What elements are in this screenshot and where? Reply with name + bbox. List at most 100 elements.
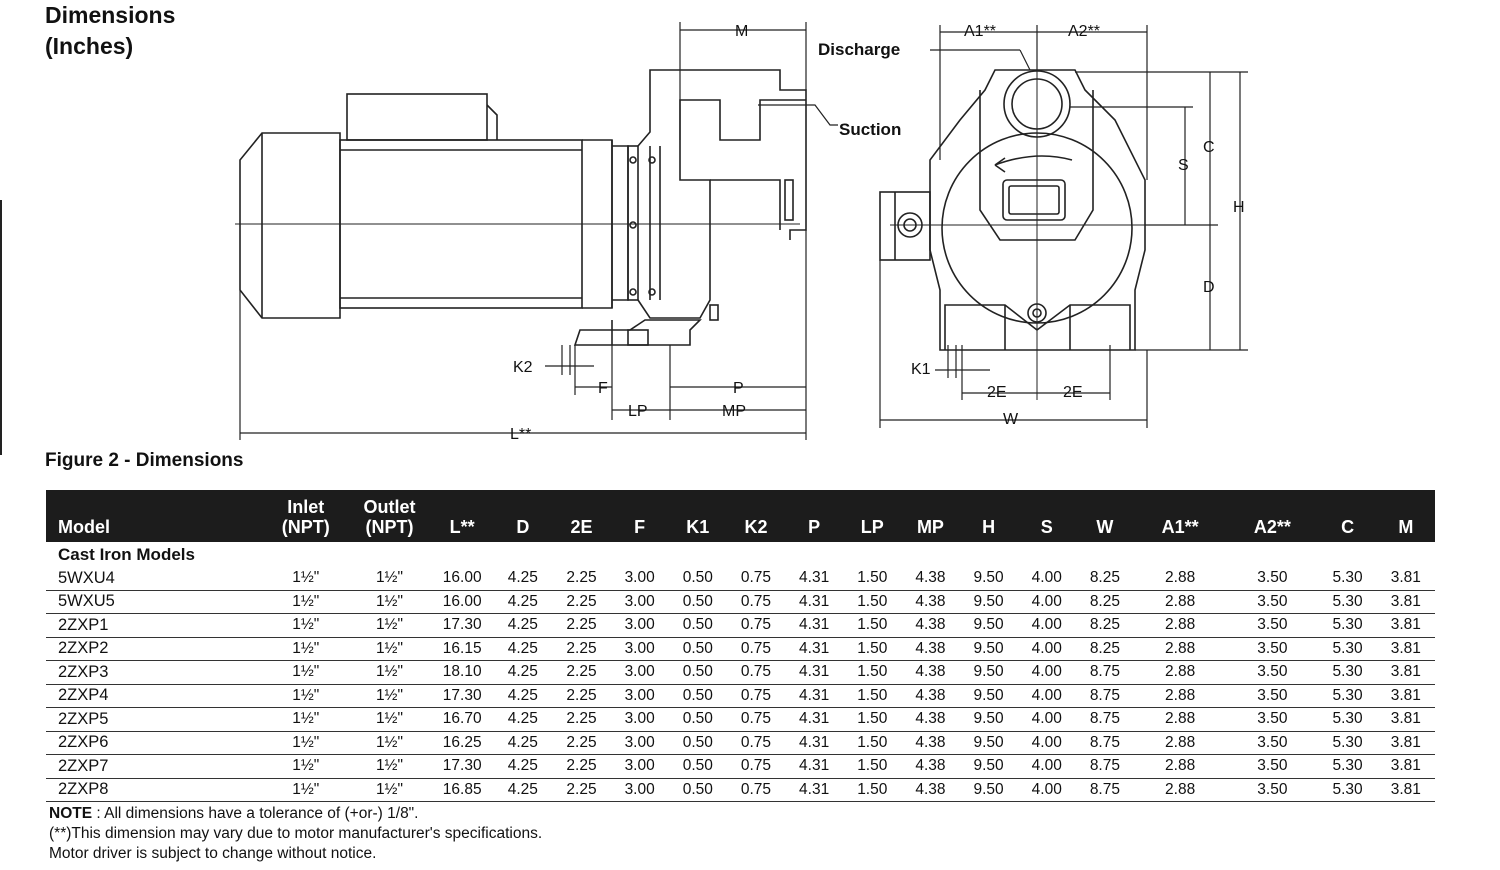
value-cell: 4.38: [901, 754, 960, 779]
model-cell: 2ZXP3: [46, 660, 264, 685]
value-cell: 2.25: [552, 731, 611, 755]
value-cell: 4.00: [1017, 778, 1076, 802]
value-cell: 3.00: [610, 637, 669, 661]
value-cell: 3.00: [610, 778, 669, 802]
value-cell: 8.75: [1075, 778, 1134, 802]
value-cell: 1½": [347, 778, 432, 802]
column-header-line2: F: [634, 517, 646, 537]
value-cell: 4.38: [901, 731, 960, 755]
column-header: 2E: [552, 490, 611, 542]
value-cell: 0.75: [726, 778, 786, 802]
value-cell: 0.75: [726, 613, 786, 638]
column-header: Model: [46, 490, 264, 542]
value-cell: 1.50: [843, 590, 902, 614]
value-cell: 2.88: [1133, 684, 1227, 708]
value-cell: 9.50: [959, 731, 1018, 755]
value-cell: 4.38: [901, 590, 960, 614]
value-cell: 4.38: [901, 778, 960, 802]
value-cell: 2.88: [1133, 590, 1227, 614]
value-cell: 8.25: [1075, 637, 1134, 661]
column-header: Inlet(NPT): [263, 490, 348, 542]
value-cell: 0.75: [726, 754, 786, 779]
note-text: : All dimensions have a tolerance of (+o…: [92, 805, 419, 822]
column-header: L**: [431, 490, 494, 542]
dim-label-L: L**: [510, 426, 531, 443]
column-header-line2: M: [1398, 517, 1414, 537]
value-cell: 0.50: [668, 754, 727, 779]
value-cell: 1½": [347, 754, 432, 779]
value-cell: 0.50: [668, 707, 727, 732]
model-cell: 2ZXP8: [46, 778, 264, 802]
value-cell: 3.81: [1376, 778, 1435, 802]
value-cell: 3.50: [1226, 778, 1319, 802]
value-cell: 4.31: [785, 778, 844, 802]
value-cell: 9.50: [959, 590, 1018, 614]
value-cell: 1½": [263, 754, 348, 779]
column-header-line2: P: [808, 517, 821, 537]
value-cell: 3.50: [1226, 707, 1319, 732]
value-cell: 4.00: [1017, 590, 1076, 614]
value-cell: 0.75: [726, 707, 786, 732]
value-cell: 3.81: [1376, 590, 1435, 614]
callout-suction: Suction: [839, 120, 901, 139]
value-cell: 1½": [347, 660, 432, 685]
note-line-3: Motor driver is subject to change withou…: [49, 845, 377, 862]
notes-block: NOTE : All dimensions have a tolerance o…: [49, 804, 542, 864]
value-cell: 3.00: [610, 567, 669, 591]
value-cell: 0.50: [668, 637, 727, 661]
column-header: S: [1017, 490, 1076, 542]
value-cell: 1½": [263, 613, 348, 638]
value-cell: 4.00: [1017, 613, 1076, 638]
value-cell: 0.50: [668, 660, 727, 685]
value-cell: 4.31: [785, 731, 844, 755]
value-cell: 1.50: [843, 660, 902, 685]
model-cell: 2ZXP7: [46, 754, 264, 779]
value-cell: 1.50: [843, 754, 902, 779]
note-line-1: NOTE : All dimensions have a tolerance o…: [49, 804, 542, 824]
value-cell: 3.50: [1226, 731, 1319, 755]
value-cell: 4.25: [493, 684, 553, 708]
value-cell: 5.30: [1318, 684, 1377, 708]
value-cell: 3.00: [610, 707, 669, 732]
column-header-line2: C: [1341, 517, 1355, 537]
table-group-row: Cast Iron Models: [46, 542, 1435, 567]
value-cell: 8.75: [1075, 731, 1134, 755]
value-cell: 3.81: [1376, 754, 1435, 779]
value-cell: 0.50: [668, 731, 727, 755]
column-header-line2: 2E: [570, 517, 593, 537]
value-cell: 2.25: [552, 778, 611, 802]
group-label: Cast Iron Models: [58, 544, 195, 564]
value-cell: 4.31: [785, 613, 844, 638]
column-header: MP: [901, 490, 960, 542]
value-cell: 1.50: [843, 613, 902, 638]
value-cell: 18.10: [431, 660, 494, 685]
column-header: C: [1318, 490, 1377, 542]
title-line-1: Dimensions: [45, 2, 176, 28]
value-cell: 4.38: [901, 637, 960, 661]
page-title: Dimensions (Inches): [45, 0, 175, 62]
dim-label-A2: A2**: [1068, 23, 1100, 40]
value-cell: 4.00: [1017, 731, 1076, 755]
page-edge-bar: [0, 200, 2, 455]
title-line-2: (Inches): [45, 33, 134, 59]
value-cell: 5.30: [1318, 637, 1377, 661]
value-cell: 2.88: [1133, 613, 1227, 638]
value-cell: 0.75: [726, 590, 786, 614]
dim-label-P: P: [733, 380, 744, 397]
column-header: M: [1376, 490, 1435, 542]
value-cell: 9.50: [959, 613, 1018, 638]
column-header: A2**: [1226, 490, 1319, 542]
side-view-dimension-lines: [239, 22, 807, 440]
value-cell: 3.50: [1226, 660, 1319, 685]
column-header: LP: [843, 490, 902, 542]
value-cell: 2.25: [552, 567, 611, 591]
value-cell: 4.31: [785, 660, 844, 685]
value-cell: 1.50: [843, 684, 902, 708]
dim-label-2E-right: 2E: [1063, 384, 1083, 401]
value-cell: 2.25: [552, 637, 611, 661]
value-cell: 1.50: [843, 778, 902, 802]
